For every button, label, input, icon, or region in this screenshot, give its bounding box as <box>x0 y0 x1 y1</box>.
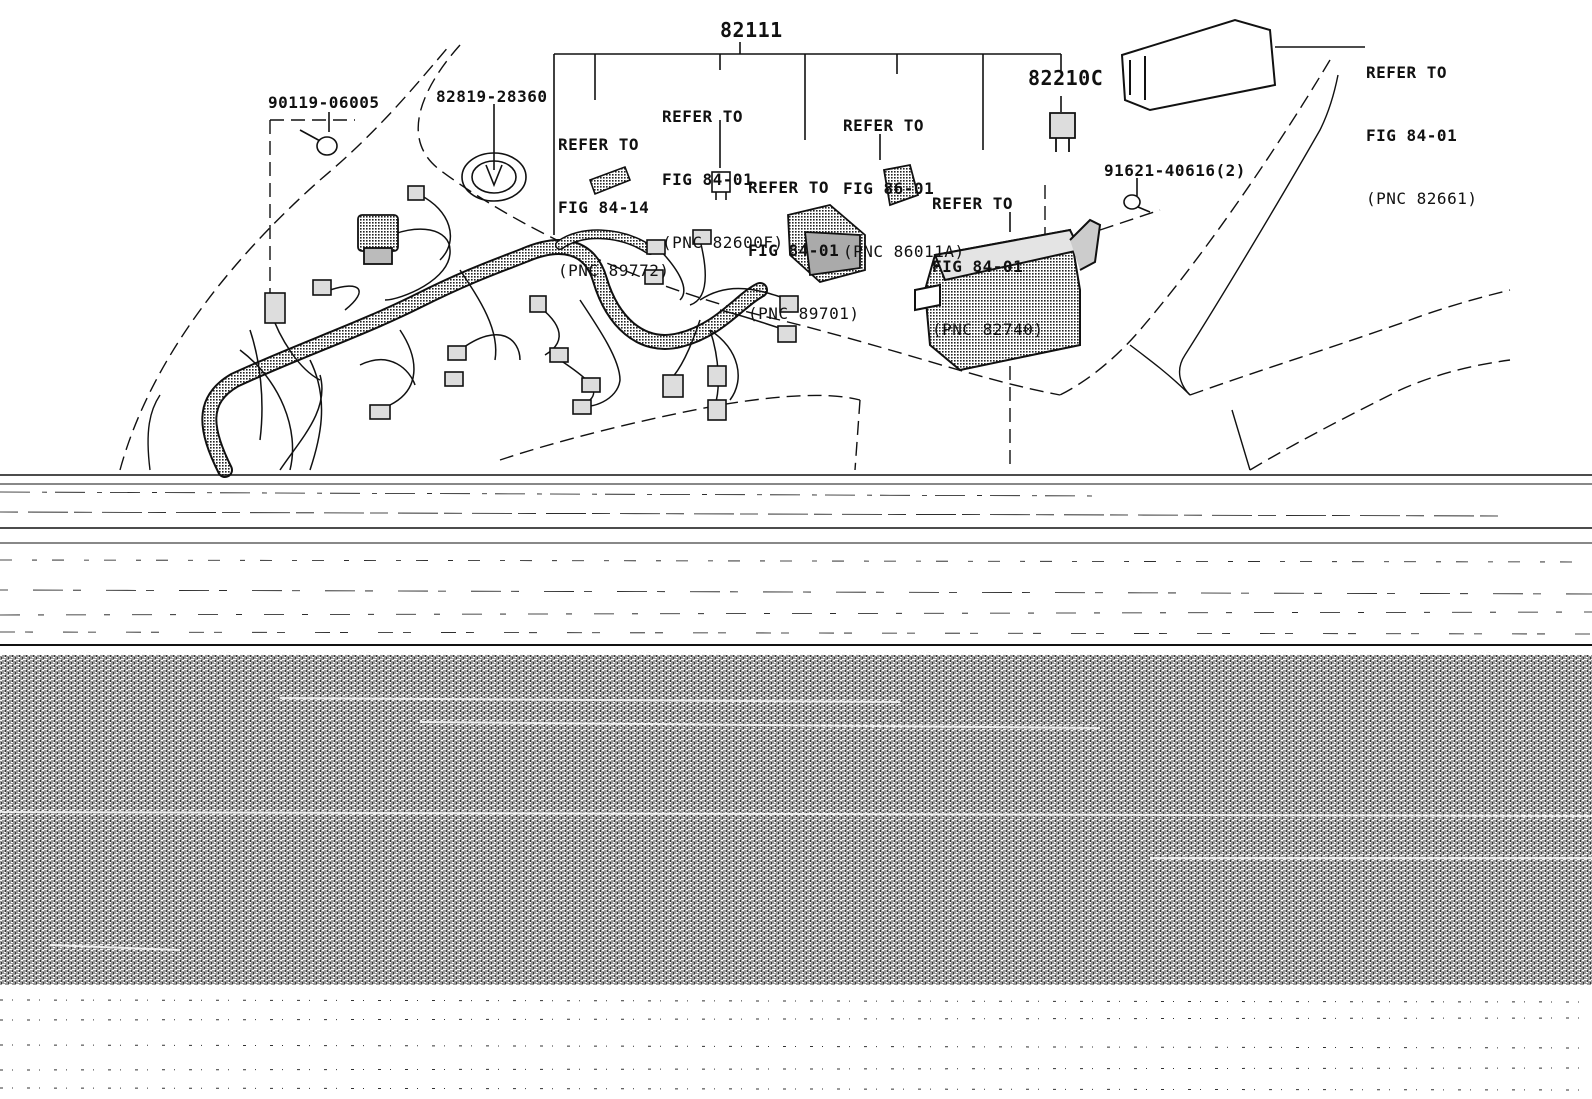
ref-line1: REFER TO <box>932 194 1014 213</box>
ref-line3: (PNC 86011A) <box>843 242 965 261</box>
label-91621-40616: 91621-40616(2) <box>1104 161 1246 180</box>
ref-line1: REFER TO <box>1366 63 1448 82</box>
scan-artifact <box>0 474 1592 646</box>
ref-82600f: REFER TO FIG 84-01 (PNC 82600F) <box>662 64 784 274</box>
ref-line2: FIG 84-01 <box>662 170 754 189</box>
ref-line3: (PNC 82661) <box>1366 189 1478 208</box>
ref-line3: (PNC 82740) <box>932 320 1044 339</box>
ref-82740: REFER TO FIG 84-01 (PNC 82740) <box>932 151 1043 361</box>
ref-line2: FIG 84-14 <box>558 198 650 217</box>
ref-line3: (PNC 89772) <box>558 261 670 280</box>
ref-line2: FIG 84-01 <box>1366 126 1458 145</box>
label-82111: 82111 <box>720 18 783 42</box>
cover <box>1120 18 1277 112</box>
grommet <box>461 152 527 202</box>
ref-line3: (PNC 82600F) <box>662 233 784 252</box>
leader-lines <box>328 42 1365 235</box>
ref-line3: (PNC 89701) <box>748 304 860 323</box>
ref-line1: REFER TO <box>662 107 744 126</box>
junction-block <box>914 218 1102 372</box>
ref-line1: REFER TO <box>558 135 640 154</box>
ref-82661: REFER TO FIG 84-01 (PNC 82661) <box>1366 20 1477 230</box>
ref-line2: FIG 84-01 <box>932 257 1024 276</box>
wiring-harness <box>201 229 768 478</box>
ref-89772: REFER TO FIG 84-14 (PNC 89772) <box>558 92 669 302</box>
ref-line1: REFER TO <box>843 116 925 135</box>
ref-line2: FIG 86-01 <box>843 179 935 198</box>
ref-line1: REFER TO <box>748 178 830 197</box>
bolt <box>299 129 338 156</box>
noise-band <box>0 655 1592 985</box>
label-82210c: 82210C <box>1028 66 1104 90</box>
ref-line2: FIG 84-01 <box>748 241 840 260</box>
ref-86011a: REFER TO FIG 86-01 (PNC 86011A) <box>843 73 965 283</box>
label-82819-28360: 82819-28360 <box>436 87 548 106</box>
connectors <box>264 185 799 421</box>
label-90119-06005: 90119-06005 <box>268 93 380 112</box>
ref-89701: REFER TO FIG 84-01 (PNC 89701) <box>748 135 859 345</box>
